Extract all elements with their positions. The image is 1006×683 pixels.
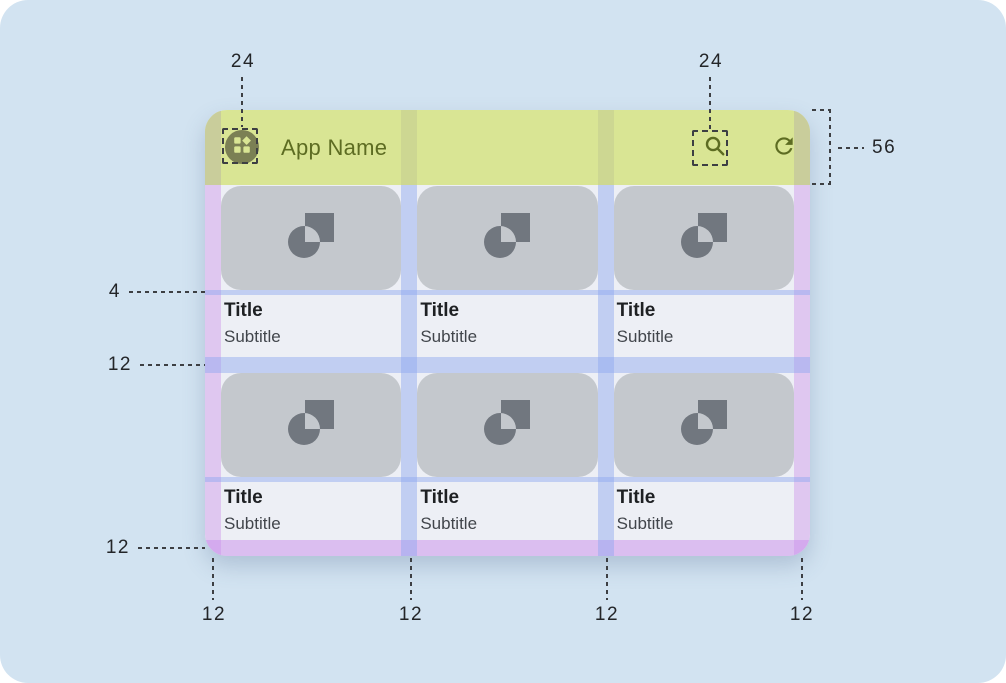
measurement-label-appicon-24: 24: [230, 51, 256, 72]
measurement-line: [241, 77, 243, 127]
image-placeholder-icon: [680, 400, 727, 450]
measurement-tick-bottom: [812, 183, 831, 185]
measurement-label-leftmargin-12: 12: [201, 604, 227, 625]
card-text-block[interactable]: Title Subtitle: [221, 481, 401, 540]
card-subtitle: Subtitle: [224, 327, 281, 346]
card-row-2-images: [221, 373, 794, 477]
card-image[interactable]: [417, 373, 598, 477]
card-title: Title: [420, 487, 460, 508]
card-subtitle: Subtitle: [420, 514, 478, 533]
card-row-1-images: [221, 186, 794, 290]
refresh-icon: [771, 133, 797, 164]
card-title: Title: [224, 300, 263, 321]
measurement-label-header-56: 56: [872, 137, 897, 158]
measurement-label-bottommargin-12: 12: [105, 537, 130, 558]
card-row-1-texts: Title Subtitle Title Subtitle Title Subt…: [221, 294, 794, 357]
measurement-label-rightmargin-12: 12: [789, 604, 815, 625]
measurement-line: [838, 147, 864, 149]
card-title: Title: [420, 300, 460, 321]
measurement-line: [709, 77, 711, 129]
card-subtitle: Subtitle: [224, 514, 281, 533]
card-text-block[interactable]: Title Subtitle: [417, 294, 597, 357]
card-title: Title: [224, 487, 263, 508]
apps-logo-icon: [231, 134, 253, 161]
row-gap-overlay: [205, 357, 810, 373]
app-logo-button[interactable]: [225, 130, 259, 164]
card-subtitle: Subtitle: [616, 514, 674, 533]
card-text-block[interactable]: Title Subtitle: [614, 294, 794, 357]
card-row-2-texts: Title Subtitle Title Subtitle Title Subt…: [221, 481, 794, 540]
refresh-button[interactable]: [770, 134, 798, 162]
card-title: Title: [616, 487, 656, 508]
measurement-label-gutter1-12: 12: [398, 604, 424, 625]
card-subtitle: Subtitle: [420, 327, 478, 346]
image-placeholder-icon: [680, 213, 727, 263]
measurement-box-search-icon: [692, 130, 728, 166]
margin-overlay-left: [205, 185, 221, 556]
measurement-line: [606, 558, 608, 600]
search-icon: [702, 133, 728, 164]
card-image[interactable]: [221, 373, 402, 477]
measurement-label-rowgap-12: 12: [107, 354, 132, 375]
image-placeholder-icon: [484, 213, 531, 263]
margin-overlay-right: [794, 185, 810, 556]
measurement-line: [410, 558, 412, 600]
measurement-line: [212, 558, 214, 600]
image-placeholder-icon: [484, 400, 531, 450]
measurement-line: [140, 364, 205, 366]
card-text-block[interactable]: Title Subtitle: [221, 294, 401, 357]
image-placeholder-icon: [288, 213, 335, 263]
card-text-block[interactable]: Title Subtitle: [417, 481, 597, 540]
card-image[interactable]: [613, 186, 794, 290]
measurement-tick-top: [812, 109, 831, 111]
search-button[interactable]: [701, 134, 729, 162]
card-title: Title: [616, 300, 656, 321]
card-image[interactable]: [417, 186, 598, 290]
card-image[interactable]: [221, 186, 402, 290]
measurement-label-gutter2-12: 12: [594, 604, 620, 625]
measurement-label-textgap-4: 4: [108, 281, 121, 302]
margin-overlay-bottom: [205, 540, 810, 556]
app-title: App Name: [281, 135, 388, 160]
app-mockup: App Name: [205, 110, 810, 556]
measurement-line: [138, 547, 205, 549]
measurement-line: [829, 109, 831, 185]
measurement-label-searchicon-24: 24: [698, 51, 724, 72]
measurement-line: [801, 558, 803, 600]
measurement-box-app-icon: [222, 128, 258, 164]
card-image[interactable]: [613, 373, 794, 477]
card-text-block[interactable]: Title Subtitle: [614, 481, 794, 540]
measurement-line: [129, 291, 205, 293]
card-subtitle: Subtitle: [616, 327, 674, 346]
image-placeholder-icon: [288, 400, 335, 450]
